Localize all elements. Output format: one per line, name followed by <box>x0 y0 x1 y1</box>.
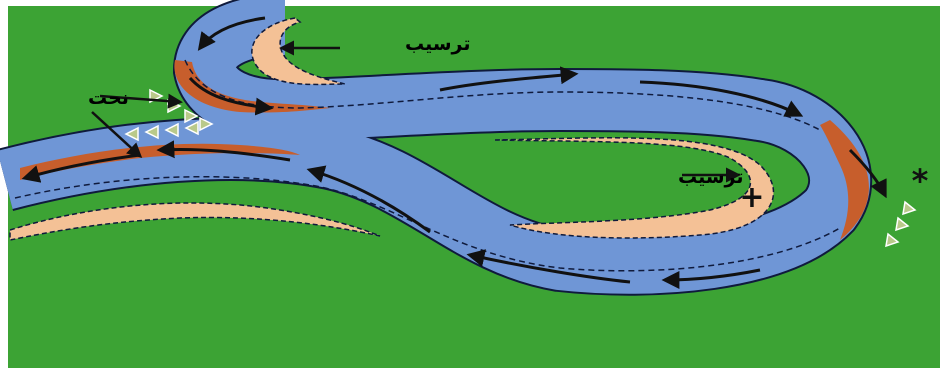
bank-marker <box>184 108 199 124</box>
label-deposition-inner: ترسيب <box>678 166 744 188</box>
deposition-zone-inner <box>494 137 775 239</box>
erosion-zone-right <box>820 120 869 240</box>
flow-arrows <box>21 16 887 289</box>
bank-marker <box>164 122 179 138</box>
bank-marker <box>199 116 214 132</box>
bank-marker <box>895 216 910 232</box>
flow-arrow <box>848 148 887 199</box>
bank-marker <box>902 200 917 216</box>
bank-marker <box>184 120 199 136</box>
bank-markers-right <box>885 200 917 248</box>
bank-marker <box>124 126 139 142</box>
label-erosion: نحت <box>88 87 129 109</box>
flow-arrow <box>439 66 579 92</box>
leader-arrow-erosion-2 <box>91 111 143 159</box>
label-leaders <box>91 40 741 183</box>
flow-arrow <box>197 16 266 51</box>
channel-dashed-line-upper <box>184 59 821 131</box>
flow-arrow <box>661 268 761 289</box>
flow-arrow <box>156 140 291 162</box>
flow-arrow <box>639 80 804 117</box>
label-deposition-top: ترسيب <box>405 33 471 55</box>
flow-arrow <box>188 76 274 116</box>
erosion-zone-top-left <box>174 60 330 113</box>
flow-arrow <box>306 165 431 234</box>
deposition-zone-left <box>9 202 381 241</box>
flow-arrow <box>466 249 631 284</box>
plus-symbol: + <box>739 180 764 215</box>
land-background <box>8 6 940 368</box>
bank-marker <box>144 124 159 140</box>
channel-dashed-line-lower <box>14 175 841 272</box>
bank-marker <box>885 232 900 248</box>
leader-arrow-erosion-1 <box>99 93 183 109</box>
star-symbol: * <box>912 162 929 200</box>
